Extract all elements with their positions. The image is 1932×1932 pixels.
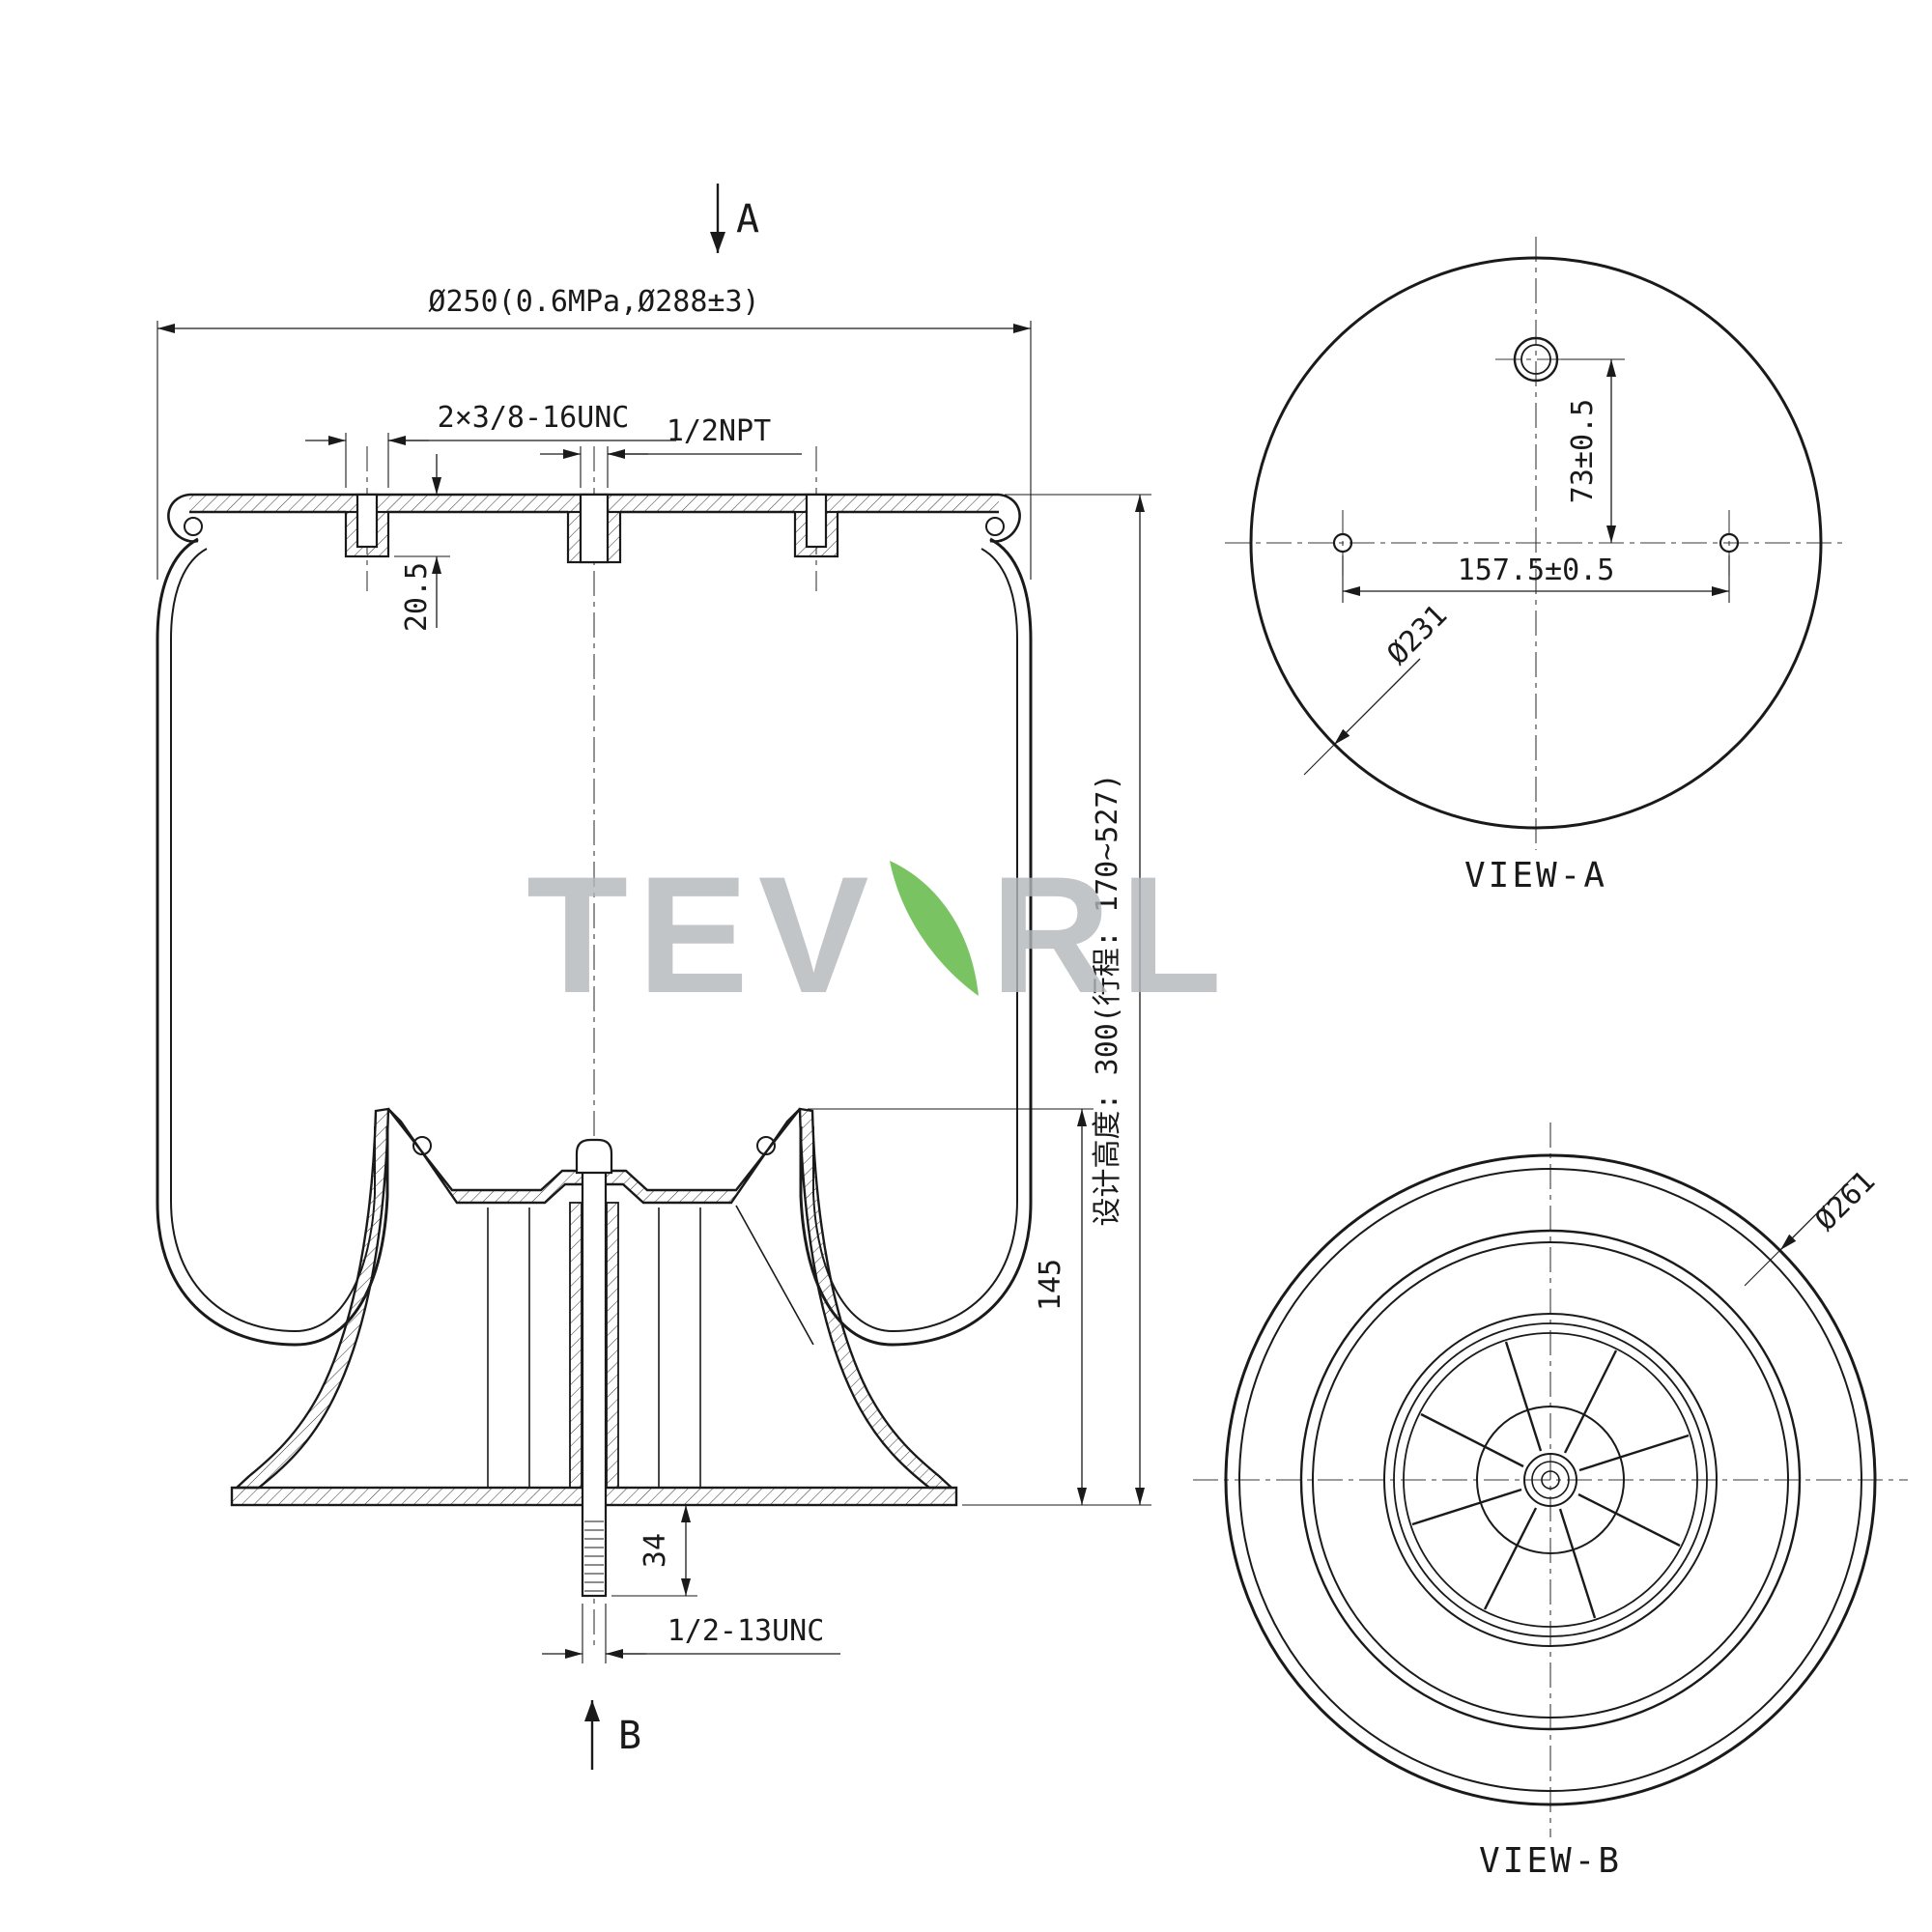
dim-air-port: 1/2NPT (540, 414, 802, 488)
view-a-bolt-hole-right (1719, 532, 1740, 554)
dim-air-port-label: 1/2NPT (667, 414, 771, 448)
dim-outer-diameter: Ø261 (1744, 1164, 1882, 1287)
view-a: 73±0.5 157.5±0.5 Ø231 VIEW-A (1225, 237, 1847, 895)
view-a-label: VIEW-A (1464, 856, 1607, 895)
section-label-b: B (618, 1714, 641, 1758)
view-a-port-hole (1513, 336, 1559, 383)
dim-hole-spacing: 157.5±0.5 (1342, 554, 1730, 603)
dim-bolt-circle: Ø231 (1303, 598, 1454, 776)
view-b-spokes (1411, 1341, 1690, 1619)
watermark-text-right: RL (990, 842, 1232, 1028)
view-a-bolt-hole-left (1332, 532, 1353, 554)
watermark-leaf-icon (889, 857, 979, 996)
dim-outer-diameter-label: Ø261 (1808, 1164, 1882, 1237)
bolt-boss-right (793, 493, 839, 558)
piston-stud (575, 1138, 613, 1598)
section-arrow-a: A (710, 184, 759, 253)
dim-design-height: 设计高度: 300(行程: 170~527) (962, 494, 1151, 1506)
dim-piston-height-label: 145 (1034, 1259, 1067, 1311)
dim-top-diameter-label: Ø250(0.6MPa,Ø288±3) (428, 285, 759, 319)
air-port-boss (566, 493, 622, 564)
dim-port-offset: 73±0.5 (1561, 358, 1625, 543)
dim-top-bolts: 2×3/8-16UNC (305, 401, 676, 488)
main-section-view: Ø250(0.6MPa,Ø288±3) 2×3/8-16UNC 1/2NPT 2… (156, 184, 1151, 1770)
view-b: Ø261 VIEW-B (1193, 1122, 1908, 1881)
section-label-a: A (736, 197, 759, 242)
view-b-label: VIEW-B (1479, 1841, 1622, 1881)
view-b-rings (1224, 1153, 1877, 1806)
dim-top-bolts-label: 2×3/8-16UNC (438, 401, 630, 435)
dim-design-height-label: 设计高度: 300(行程: 170~527) (1091, 774, 1124, 1227)
dim-stud-thread-label: 1/2-13UNC (668, 1614, 825, 1648)
watermark-logo: TEV RL (526, 848, 1232, 1022)
view-a-centerlines (1225, 237, 1847, 850)
dim-boss-depth-label: 20.5 (400, 562, 434, 632)
section-arrow-b: B (584, 1700, 641, 1770)
dim-top-diameter: Ø250(0.6MPa,Ø288±3) (156, 285, 1032, 580)
dim-boss-depth: 20.5 (394, 454, 450, 632)
dim-piston-height: 145 (808, 1108, 1094, 1505)
view-a-outline (1249, 256, 1823, 830)
bolt-boss-left (344, 493, 390, 558)
watermark-text-left: TEV (526, 842, 879, 1028)
dim-port-offset-label: 73±0.5 (1566, 399, 1600, 503)
dim-hole-spacing-label: 157.5±0.5 (1458, 554, 1615, 587)
dim-stud-protrusion: 34 (611, 1505, 697, 1597)
dim-stud-protrusion-label: 34 (639, 1533, 672, 1568)
dim-stud-thread: 1/2-13UNC (542, 1604, 840, 1663)
